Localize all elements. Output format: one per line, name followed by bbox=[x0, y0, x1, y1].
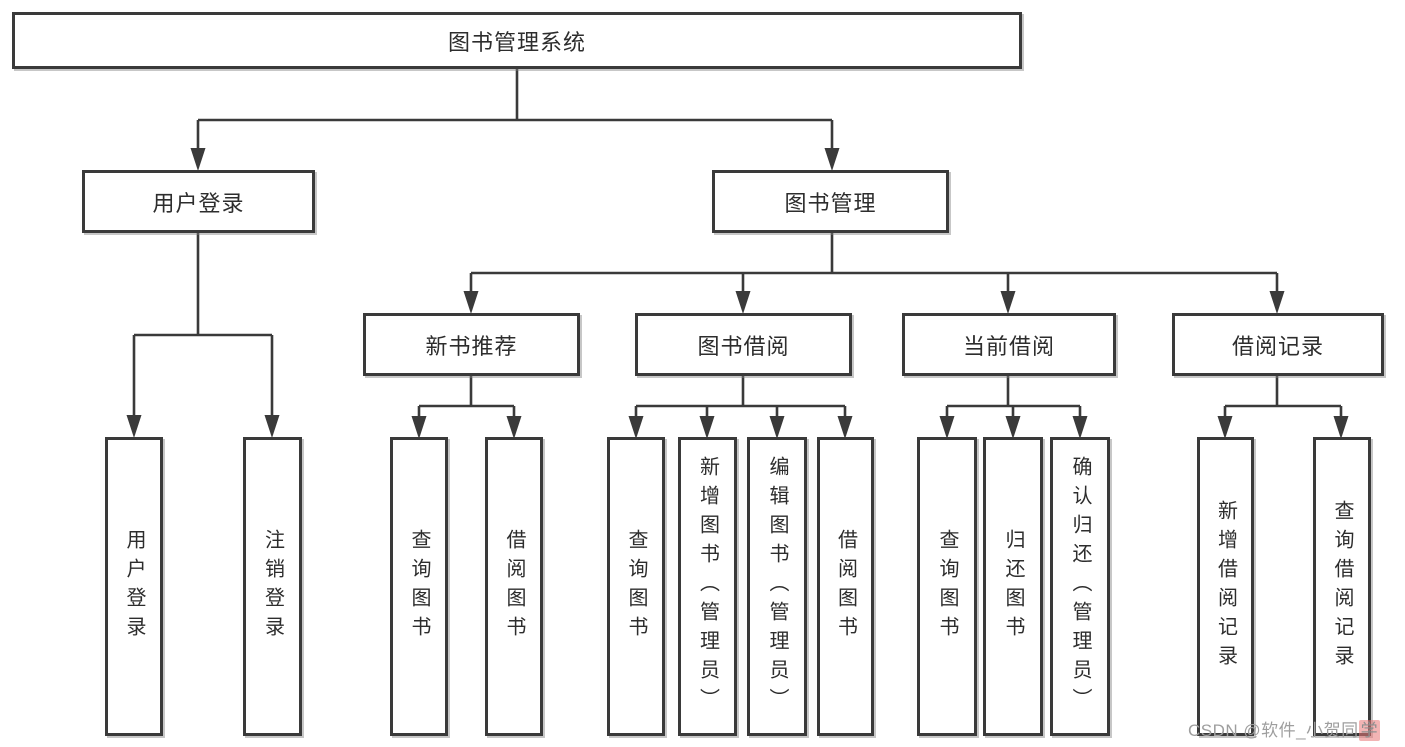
csdn-watermark-text-highlight: 学 bbox=[1358, 720, 1381, 741]
leaf-query-book-recommend: 查询图书 bbox=[390, 437, 448, 736]
leaf-logout: 注销登录 bbox=[243, 437, 302, 736]
node-book-management: 图书管理 bbox=[712, 170, 949, 233]
leaf-edit-book-admin: 编辑图书（管理员） bbox=[747, 437, 807, 736]
node-new-book-recommend-label: 新书推荐 bbox=[425, 333, 518, 359]
leaf-query-borrow-record: 查询借阅记录 bbox=[1313, 437, 1371, 736]
leaf-query-book-current: 查询图书 bbox=[917, 437, 977, 736]
leaf-return-book: 归还图书 bbox=[983, 437, 1043, 736]
node-borrow-record: 借阅记录 bbox=[1172, 313, 1384, 376]
leaf-edit-book-admin-label: 编辑图书（管理员） bbox=[766, 456, 788, 717]
leaf-borrow-book-label: 借阅图书 bbox=[834, 528, 857, 645]
leaf-query-book-borrow-label: 查询图书 bbox=[625, 528, 647, 645]
leaf-query-book-borrow: 查询图书 bbox=[607, 437, 665, 736]
leaf-query-borrow-record-label: 查询借阅记录 bbox=[1331, 499, 1353, 674]
node-user-login-label: 用户登录 bbox=[152, 190, 245, 216]
leaf-add-book-admin: 新增图书（管理员） bbox=[678, 437, 737, 736]
node-current-borrow: 当前借阅 bbox=[902, 313, 1116, 376]
csdn-watermark: CSDN @软件_小贺同学 bbox=[1188, 716, 1381, 741]
leaf-return-book-label: 归还图书 bbox=[1002, 528, 1024, 645]
leaf-query-book-current-label: 查询图书 bbox=[936, 528, 958, 645]
leaf-borrow-book-recommend-label: 借阅图书 bbox=[503, 528, 525, 645]
node-borrow-record-label: 借阅记录 bbox=[1231, 333, 1324, 359]
connector-paths bbox=[132, 69, 1343, 418]
leaf-borrow-book: 借阅图书 bbox=[817, 437, 874, 736]
node-book-borrow-label: 图书借阅 bbox=[697, 333, 790, 359]
node-root-label: 图书管理系统 bbox=[447, 29, 586, 55]
leaf-confirm-return-admin-label: 确认归还（管理员） bbox=[1069, 456, 1091, 717]
connector-arrowheads bbox=[126, 148, 1349, 439]
leaf-query-book-recommend-label: 查询图书 bbox=[408, 528, 430, 645]
node-current-borrow-label: 当前借阅 bbox=[962, 333, 1055, 359]
csdn-watermark-text: CSDN @软件_小贺同 bbox=[1188, 721, 1359, 740]
leaf-add-borrow-record-label: 新增借阅记录 bbox=[1214, 499, 1237, 674]
leaf-user-login: 用户登录 bbox=[105, 437, 163, 736]
leaf-add-book-admin-label: 新增图书（管理员） bbox=[696, 456, 719, 717]
node-book-management-label: 图书管理 bbox=[784, 190, 877, 216]
node-root: 图书管理系统 bbox=[12, 12, 1022, 69]
leaf-logout-label: 注销登录 bbox=[261, 528, 284, 645]
leaf-confirm-return-admin: 确认归还（管理员） bbox=[1050, 437, 1110, 736]
node-book-borrow: 图书借阅 bbox=[635, 313, 852, 376]
node-new-book-recommend: 新书推荐 bbox=[363, 313, 580, 376]
leaf-borrow-book-recommend: 借阅图书 bbox=[485, 437, 543, 736]
node-user-login: 用户登录 bbox=[82, 170, 315, 233]
leaf-add-borrow-record: 新增借阅记录 bbox=[1197, 437, 1254, 736]
leaf-user-login-label: 用户登录 bbox=[123, 528, 145, 645]
